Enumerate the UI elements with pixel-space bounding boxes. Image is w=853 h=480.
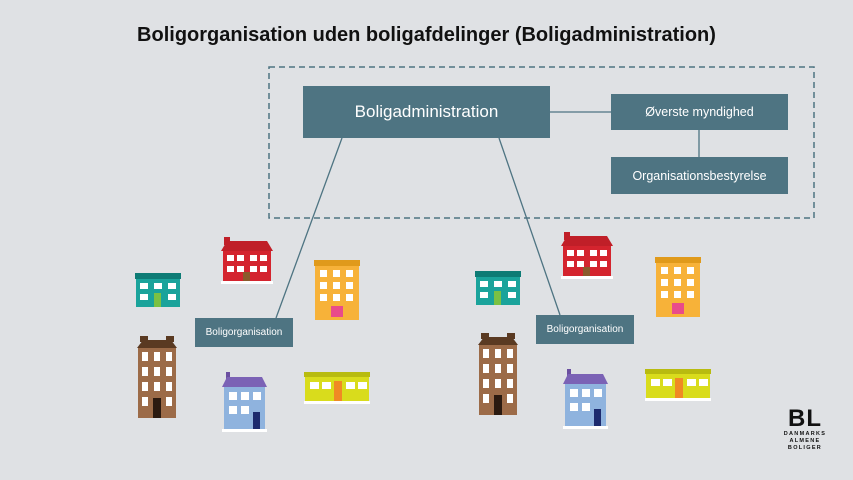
house-orange-left: [314, 260, 360, 320]
connector-main-org-left: [275, 137, 343, 319]
logo-line-3: BOLIGER: [787, 445, 823, 451]
bl-logo: BL DANMARKS ALMENE BOLIGER: [780, 407, 830, 452]
logo-line-1: DANMARKS: [783, 431, 827, 437]
logo-line-2: ALMENE: [789, 438, 821, 444]
house-blue-right: [563, 369, 608, 429]
house-red-right: [561, 232, 613, 279]
logo-mark: BL: [788, 405, 822, 432]
org-left-box: Boligorganisation: [195, 318, 293, 347]
dashed-group-frame: [268, 66, 815, 219]
house-blue-left: [222, 372, 267, 432]
diagram-title: Boligorganisation uden boligafdelinger (…: [137, 24, 716, 46]
house-orange-right: [655, 257, 701, 317]
house-yellow-left: [304, 372, 370, 404]
house-yellow-right: [645, 369, 711, 401]
connector-main-org-right: [498, 137, 561, 316]
boligadministration-box: Boligadministration: [303, 86, 550, 138]
house-teal-right: [475, 271, 521, 305]
house-brown-left: [137, 336, 177, 418]
house-brown-right: [478, 333, 518, 415]
top-authority-box: Øverste myndighed: [611, 94, 788, 130]
board-box: Organisationsbestyrelse: [611, 157, 788, 194]
house-teal-left: [135, 273, 181, 307]
house-red-left: [221, 237, 273, 284]
org-right-box: Boligorganisation: [536, 315, 634, 344]
